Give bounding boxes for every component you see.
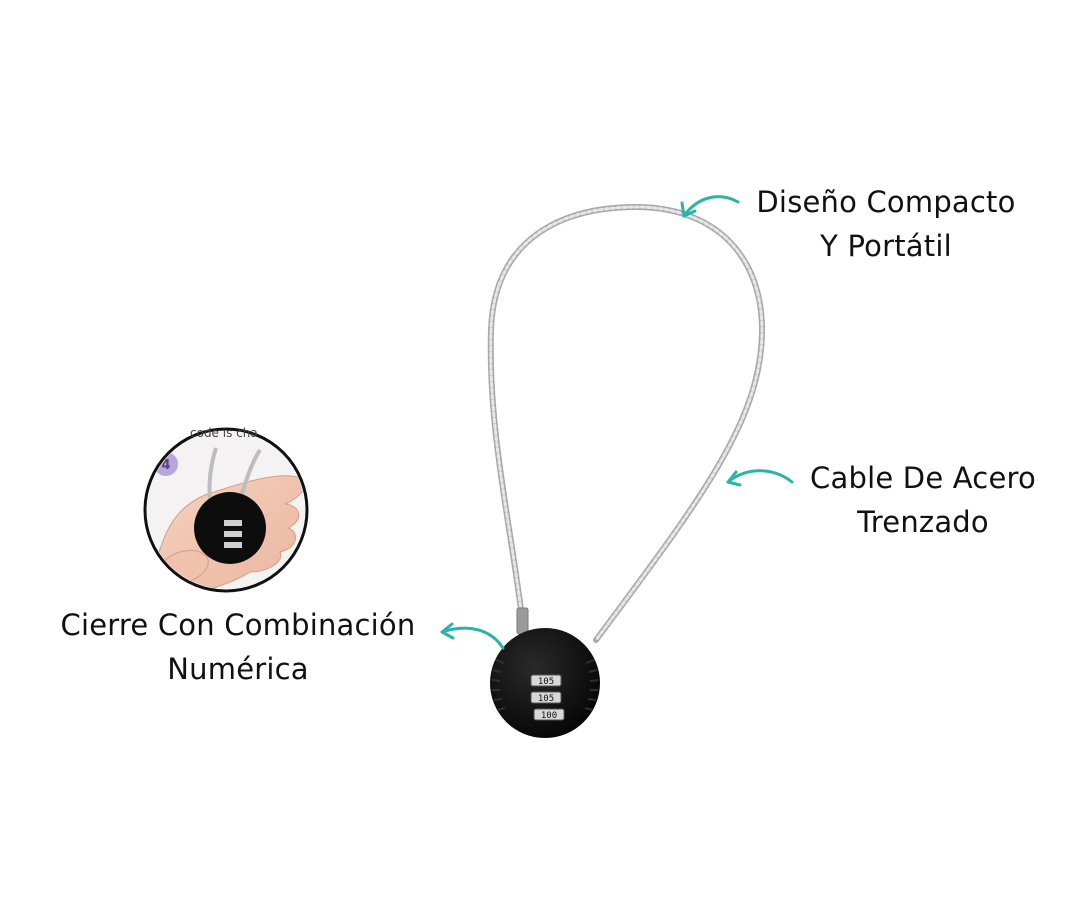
cable-ferrule (516, 607, 529, 635)
dial-3: 100 (541, 711, 557, 721)
feature-label-line: Numérica (167, 652, 309, 686)
feature-label-compact-design: Diseño Compacto Y Portátil (736, 180, 1036, 268)
inset-caption-fragment: code is cha (190, 426, 258, 440)
feature-label-combination-lock: Cierre Con Combinación Numérica (30, 603, 446, 691)
feature-label-line: Cable De Acero (810, 461, 1036, 495)
step-number: 4 (161, 458, 170, 473)
curved-arrow-icon (726, 469, 794, 487)
dial-2: 105 (538, 694, 554, 704)
feature-label-line: Diseño Compacto (756, 185, 1016, 219)
feature-label-steel-cable: Cable De Acero Trenzado (792, 456, 1054, 544)
feature-label-line: Cierre Con Combinación (60, 608, 416, 642)
inset-photo: 4 (143, 427, 309, 593)
curved-arrow-icon (680, 195, 740, 218)
combination-lock: 105 105 100 (490, 628, 600, 738)
steel-cable (487, 203, 766, 643)
grip-ridges (491, 659, 599, 711)
feature-label-line: Trenzado (857, 505, 989, 539)
curved-arrow-icon (440, 622, 505, 650)
combination-dials: 105 105 100 (530, 674, 565, 721)
dial-1: 105 (538, 677, 554, 687)
feature-label-line: Y Portátil (820, 229, 952, 263)
